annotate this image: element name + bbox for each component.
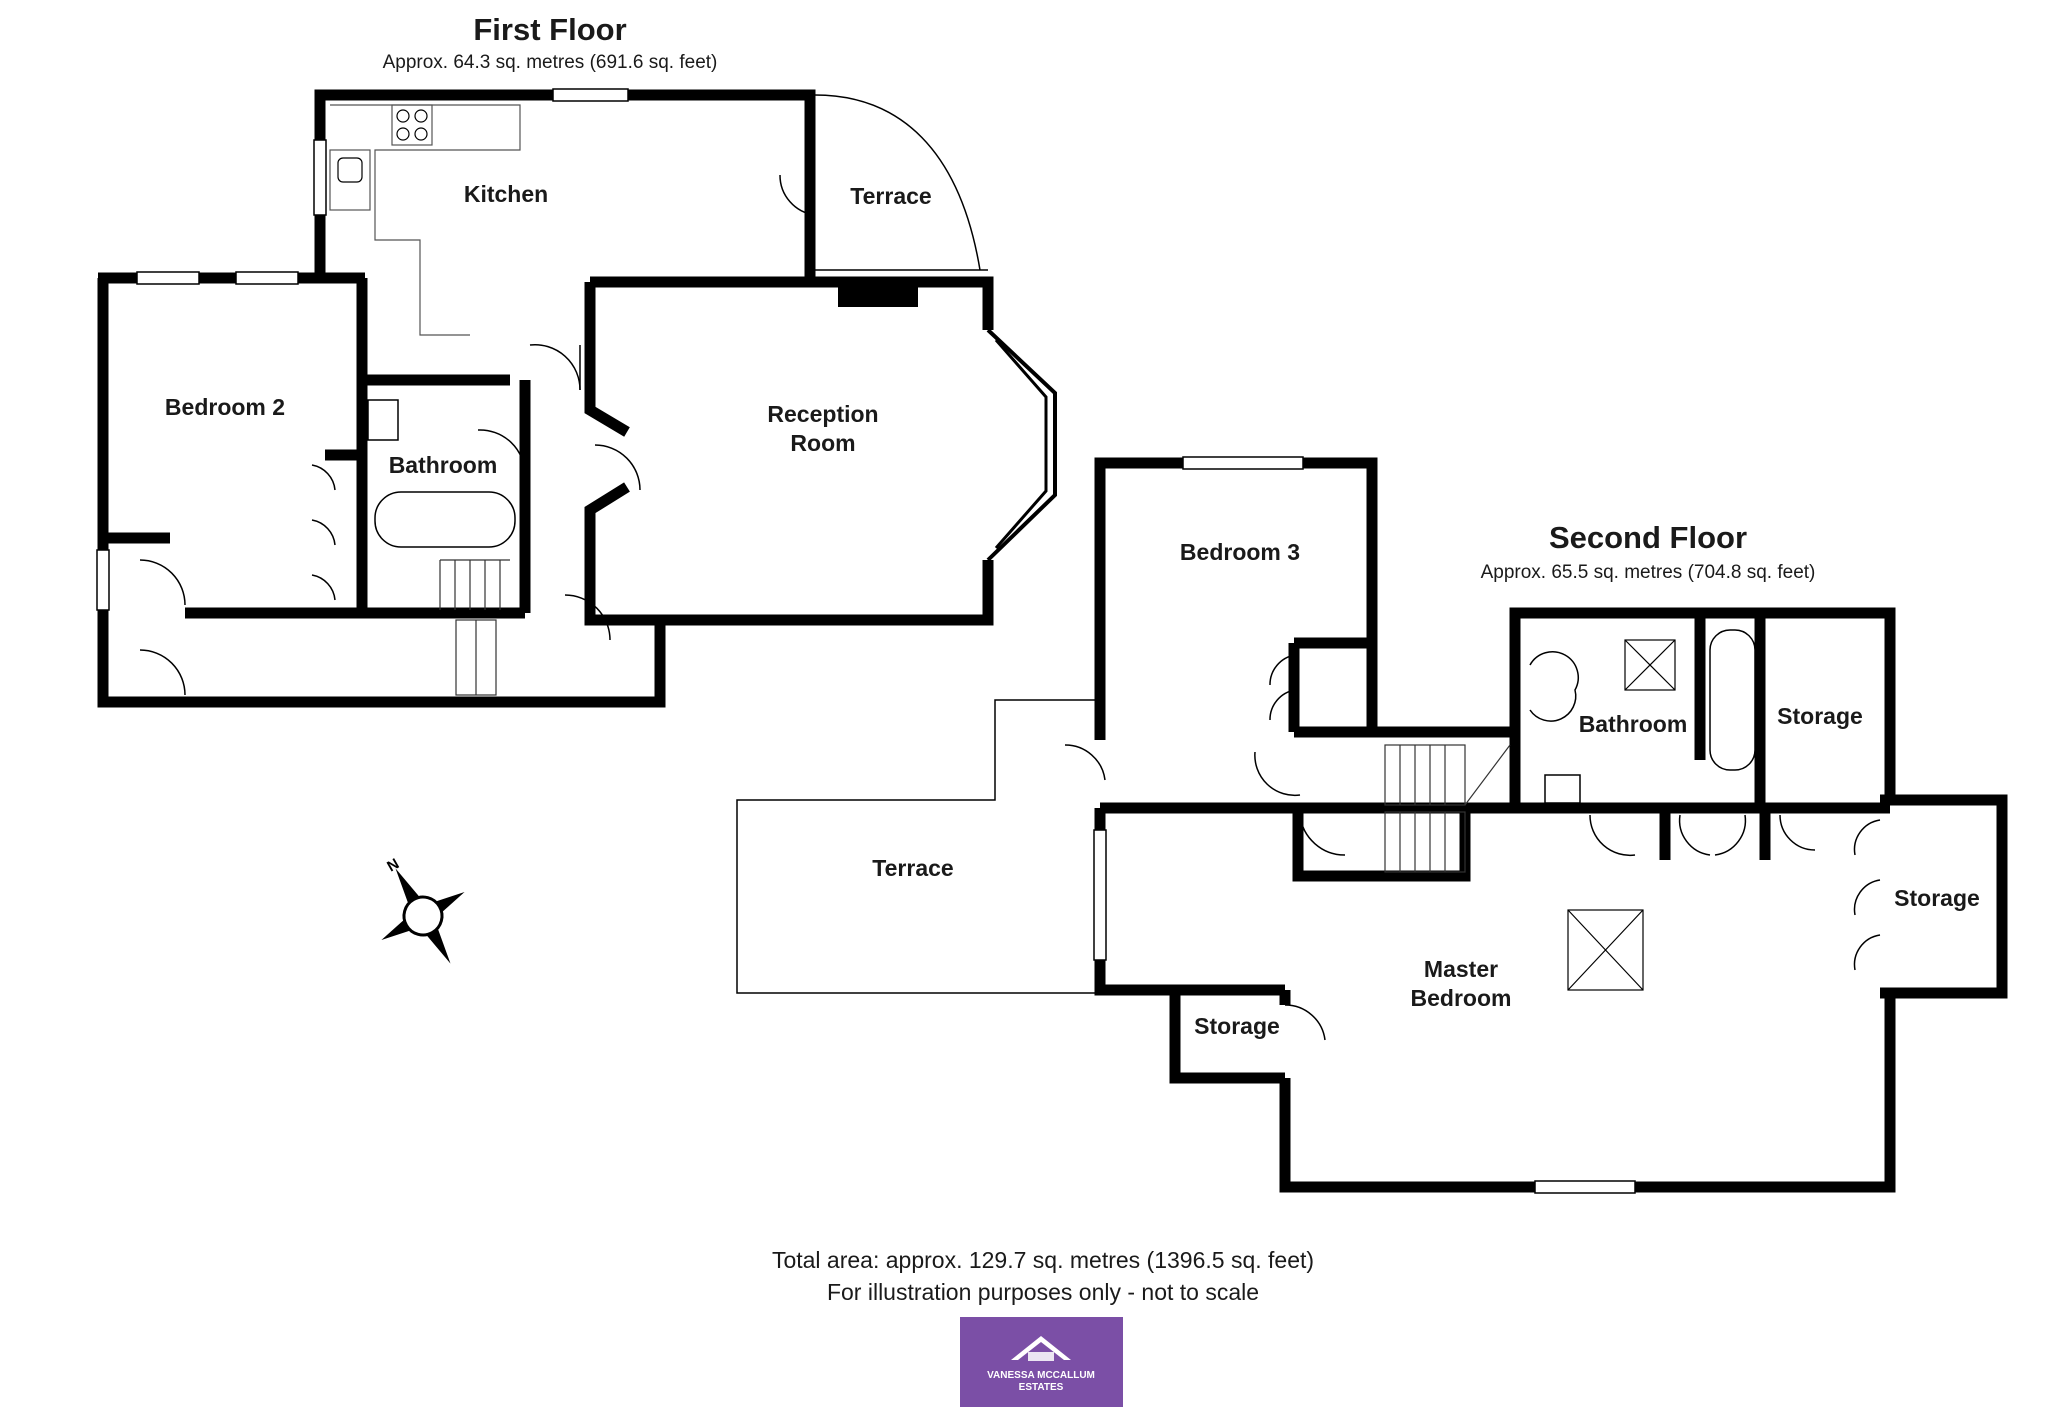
room-label-terrace-second: Terrace bbox=[872, 855, 953, 881]
compass-icon bbox=[381, 868, 465, 964]
room-label-terrace-first: Terrace bbox=[850, 183, 931, 209]
disclaimer-text: For illustration purposes only - not to … bbox=[827, 1279, 1259, 1305]
total-area-text: Total area: approx. 129.7 sq. metres (13… bbox=[772, 1247, 1314, 1273]
room-label-storage-right: Storage bbox=[1894, 885, 1980, 911]
second-floor-plan bbox=[736, 456, 2008, 1194]
room-label-storage-left: Storage bbox=[1194, 1013, 1280, 1039]
logo-text-line1: VANESSA MCCALLUM bbox=[987, 1370, 1095, 1381]
room-label-master-bedroom: Master bbox=[1424, 956, 1498, 982]
second-floor-area: Approx. 65.5 sq. metres (704.8 sq. feet) bbox=[1481, 562, 1816, 583]
room-label-bathroom-second: Bathroom bbox=[1579, 711, 1688, 737]
room-label-storage-top: Storage bbox=[1777, 703, 1863, 729]
second-floor-title: Second Floor bbox=[1549, 520, 1747, 555]
room-label-bedroom-3: Bedroom 3 bbox=[1180, 539, 1300, 565]
room-label-master-bedroom-2: Bedroom bbox=[1411, 985, 1512, 1011]
first-floor-area: Approx. 64.3 sq. metres (691.6 sq. feet) bbox=[383, 52, 718, 73]
first-floor-title: First Floor bbox=[473, 12, 626, 47]
room-label-reception-2: Room bbox=[790, 430, 855, 456]
room-label-reception: Reception bbox=[767, 401, 878, 427]
logo-text-line2: ESTATES bbox=[1019, 1382, 1064, 1393]
room-label-kitchen: Kitchen bbox=[464, 181, 548, 207]
first-floor-plan bbox=[96, 88, 1057, 708]
compass-north-label: N bbox=[384, 855, 402, 875]
room-label-bathroom-first: Bathroom bbox=[389, 452, 498, 478]
room-label-bedroom-2: Bedroom 2 bbox=[165, 394, 285, 420]
agency-logo: VANESSA MCCALLUM ESTATES bbox=[960, 1317, 1123, 1407]
house-roof-icon bbox=[1011, 1336, 1071, 1360]
